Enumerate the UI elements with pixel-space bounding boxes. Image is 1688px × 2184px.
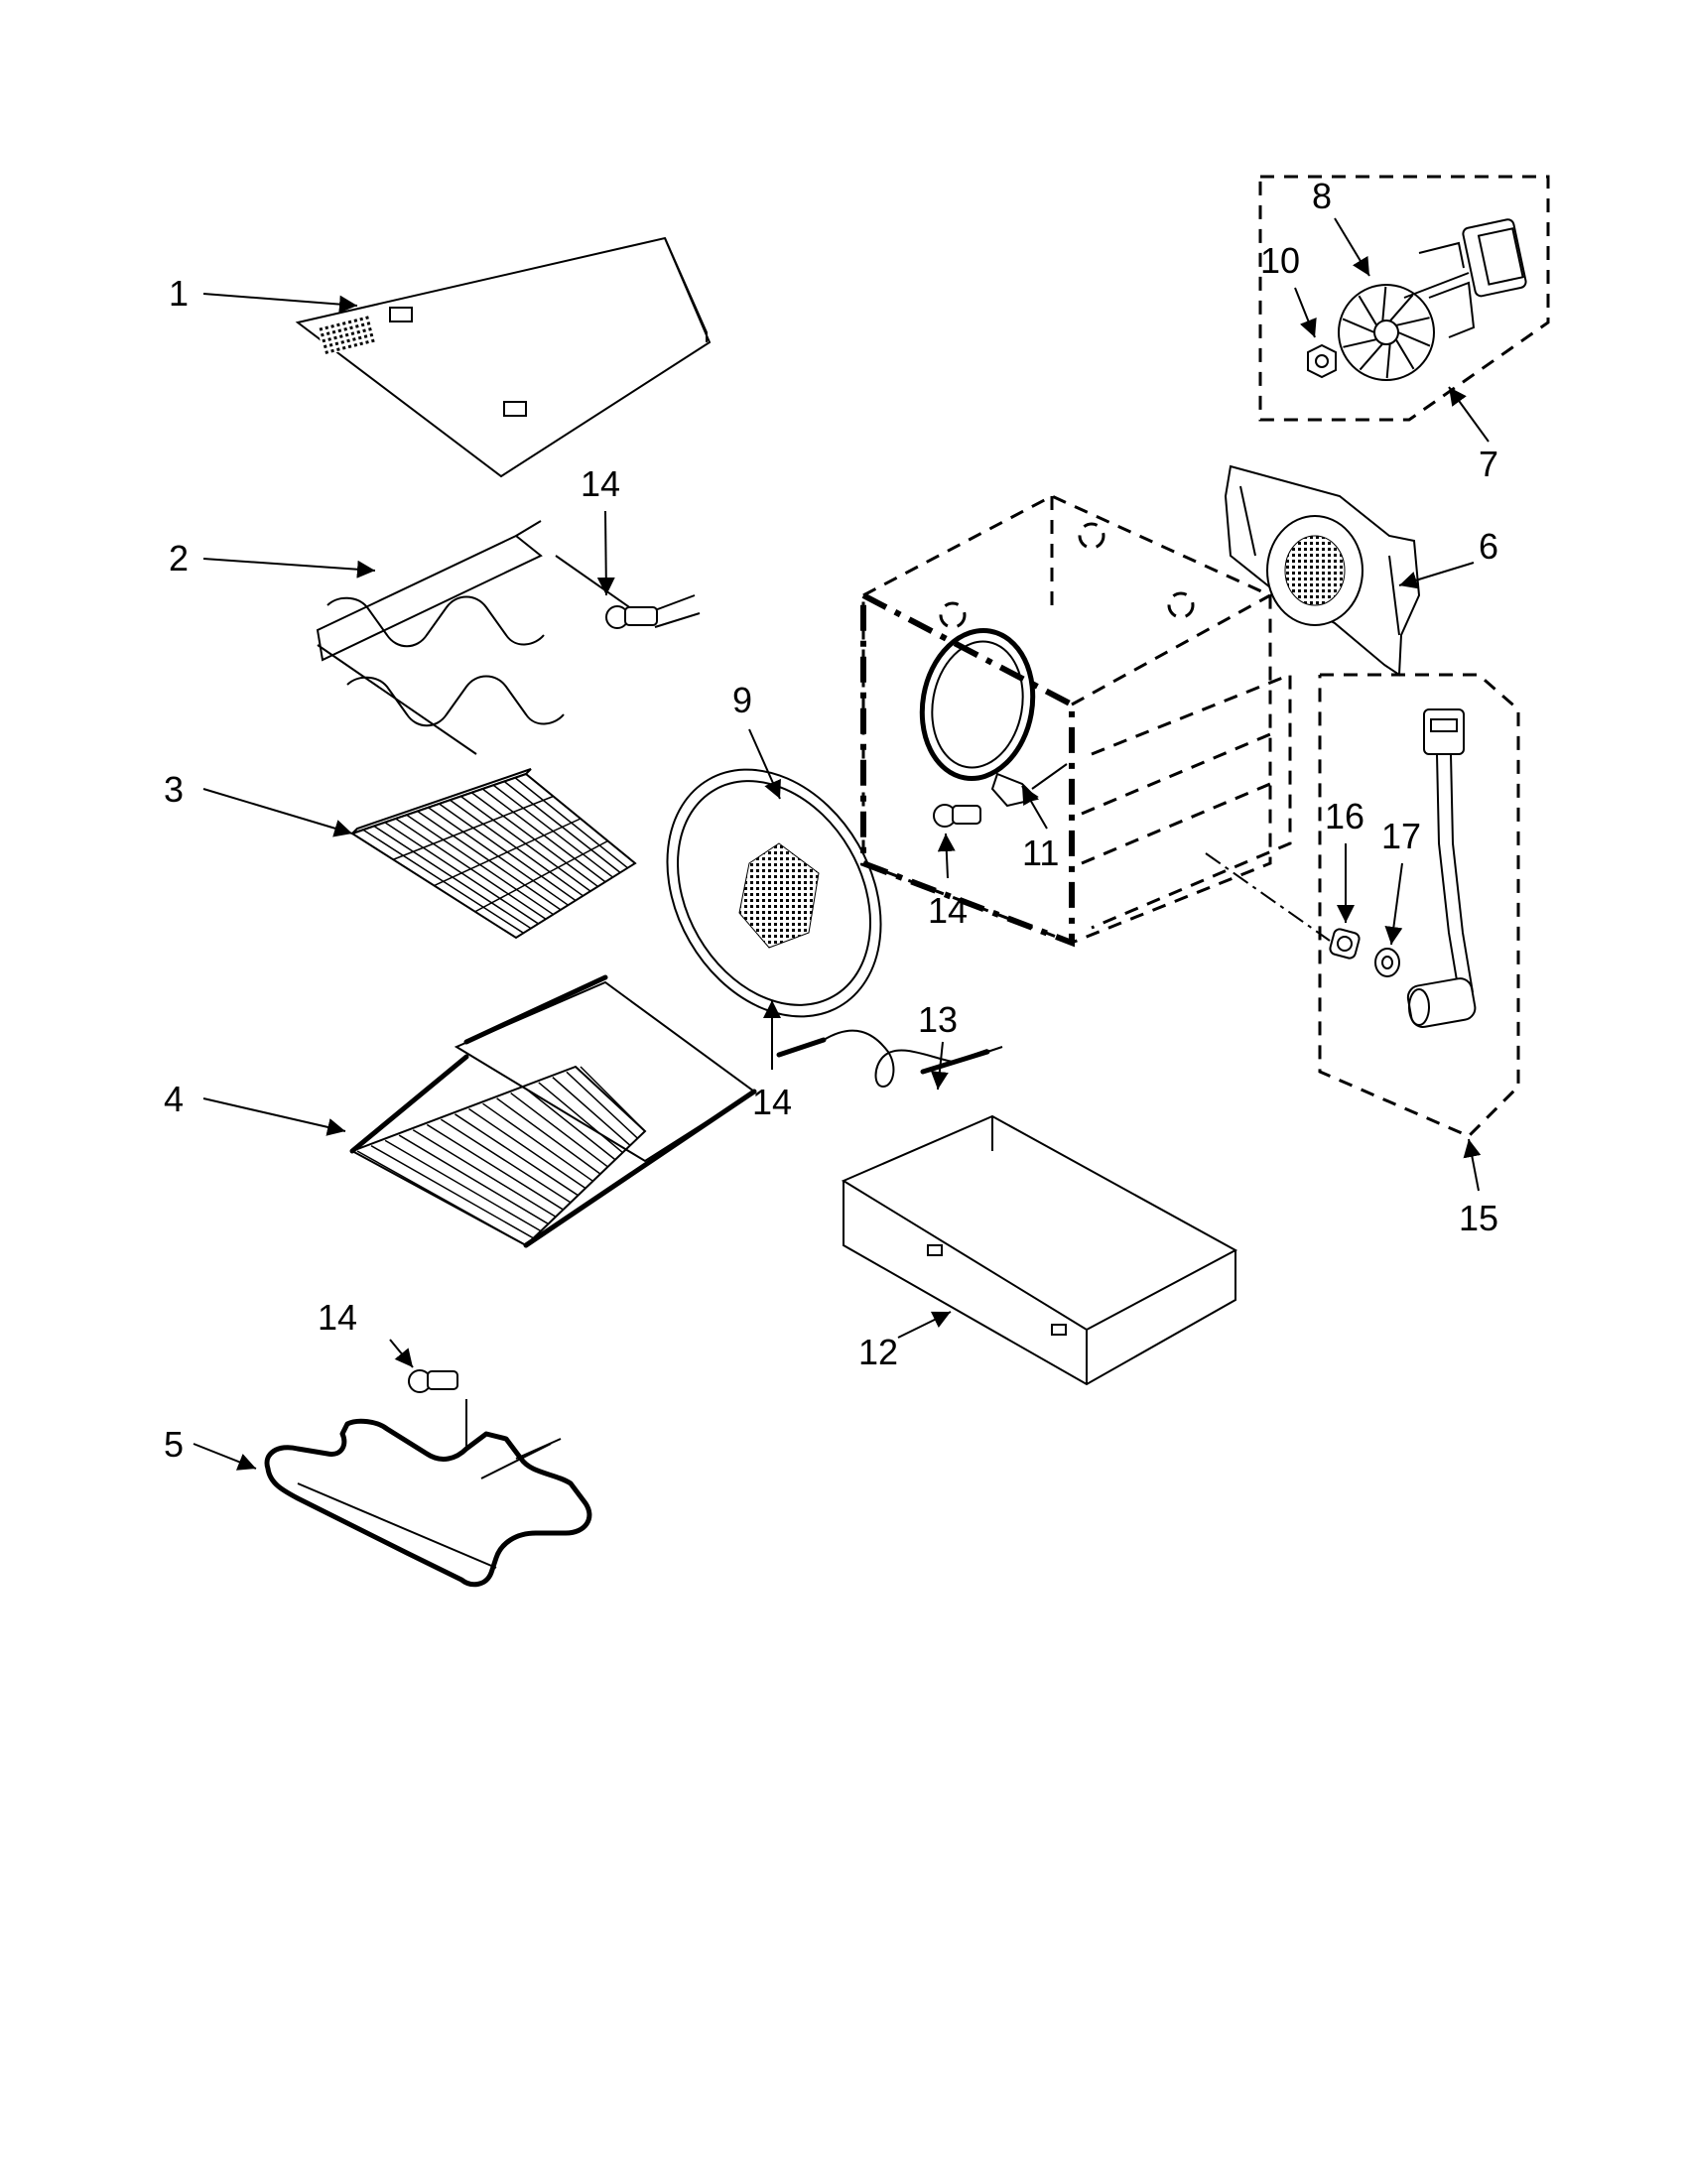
callout-4: 4 [164,1079,184,1119]
part-11-convection-element [919,628,1068,808]
part-1-top-panel [295,236,712,478]
leader-4 [202,1097,346,1136]
leader-13 [930,1041,949,1091]
callout-11: 11 [1022,833,1059,873]
callout-7: 7 [1479,444,1498,484]
leader-10 [1294,287,1317,338]
part-14-screw-bake [408,1369,458,1393]
callout-2: 2 [169,538,189,578]
leader-9 [748,728,781,800]
leader-11 [1021,785,1048,830]
fan-motor [1403,218,1527,338]
callout-13: 13 [918,999,958,1040]
callout-1: 1 [169,273,189,314]
part-3-oven-rack [349,768,637,940]
leader-7 [1448,386,1490,443]
oven-cavity [860,494,1292,948]
part-15-sensor-kit-group [1318,673,1520,1138]
leader-12 [897,1311,952,1339]
leader-14d [937,833,956,879]
leader-6 [1398,562,1475,589]
leader-3 [202,788,353,837]
callout-14b: 14 [318,1297,357,1338]
leader-14a [596,510,615,596]
callout-3: 3 [164,769,184,810]
callout-12: 12 [858,1332,898,1372]
leader-1 [202,293,358,314]
part-5-bake-element [264,1399,592,1588]
part-12-broiler-pan [841,1114,1238,1386]
callout-14d: 14 [928,890,968,931]
part-14-screw-convection [933,804,981,828]
callout-17: 17 [1381,816,1421,856]
part-7-motor-kit-group [1258,175,1550,422]
part-16-nut [1329,928,1361,960]
callout-9: 9 [732,680,752,720]
part-4-extendable-rack [349,974,757,1248]
callout-10: 10 [1260,240,1300,281]
part-8-fan-blade [1338,284,1435,381]
leader-14b [389,1339,414,1368]
part-2-broil-element [316,520,701,755]
callout-16: 16 [1325,796,1364,836]
callout-14a: 14 [581,463,620,504]
callout-labels: 1 2 3 4 5 6 7 8 9 10 11 12 13 14 14 14 1… [164,176,1498,1465]
leader-2 [202,558,376,578]
part-10-nut [1307,343,1337,379]
callout-5: 5 [164,1424,184,1465]
leader-17 [1384,862,1403,946]
leader-sensor-path [1205,852,1331,942]
part-13-meat-probe [776,1029,1003,1089]
leader-15 [1463,1138,1482,1192]
part-9-fan-cover [666,768,882,1018]
callout-6: 6 [1479,526,1498,567]
callout-15: 15 [1459,1198,1498,1238]
leader-8 [1334,217,1370,277]
part-14-screw-broil [605,605,658,629]
callout-8: 8 [1312,176,1332,216]
leader-5 [193,1443,257,1471]
leader-lines [193,217,1490,1471]
part-15-temperature-sensor [1406,708,1477,1028]
part-17-washer [1374,948,1400,977]
part-6-fan-housing [1224,464,1421,677]
callout-14c: 14 [752,1082,792,1122]
